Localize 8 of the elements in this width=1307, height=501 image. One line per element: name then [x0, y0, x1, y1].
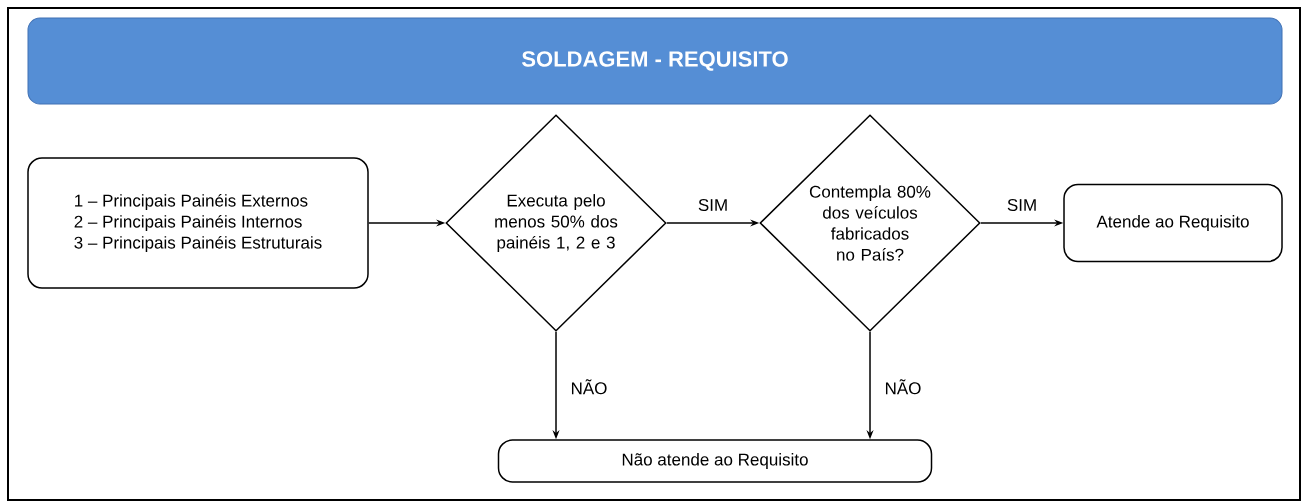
title-banner: SOLDAGEM - REQUISITO [27, 17, 1283, 105]
process-box: Atende ao Requisito [1063, 183, 1283, 263]
process-box: 1 – Principais Painéis Externos 2 – Principais Painéis Internos 3 – Principais Painéis Estruturais [27, 157, 369, 289]
edge-label: SIM [698, 199, 727, 212]
edge-label: NÃO [886, 379, 921, 395]
edge-label: SIM [1007, 199, 1036, 212]
edge-label: NÃO [572, 379, 607, 395]
process-box: Não atende ao Requisito [497, 439, 933, 483]
